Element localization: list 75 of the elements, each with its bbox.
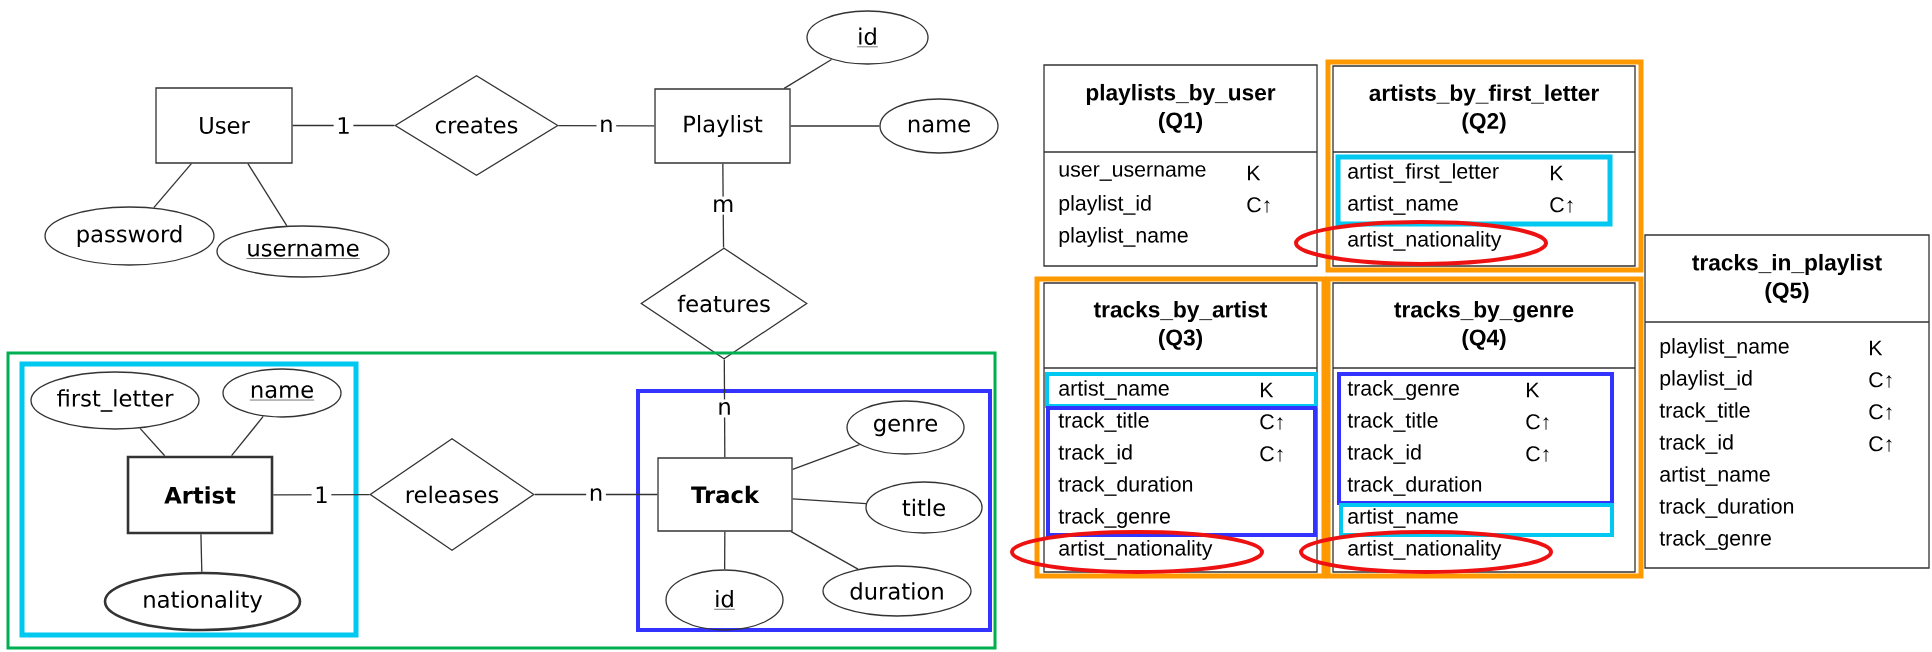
edge-label: n: [714, 399, 735, 418]
edge-label: 1: [311, 483, 332, 506]
connector-line: [139, 427, 166, 457]
key-label: K: [1261, 382, 1274, 398]
connector-line: [534, 493, 658, 496]
connector-line: [723, 358, 726, 458]
field-name: track_duration: [1058, 476, 1193, 496]
key-label: C↑: [1526, 446, 1549, 462]
table: [1043, 64, 1318, 267]
connector-line: [792, 443, 861, 471]
connector-line: [292, 124, 395, 127]
field-name: artist_name: [1348, 508, 1458, 528]
entity-box: Playlist: [654, 88, 791, 164]
key-label: K: [1551, 165, 1564, 181]
field-name: track_title: [1659, 402, 1750, 422]
edge-label: n: [586, 485, 606, 504]
key-label: C↑: [1260, 446, 1283, 462]
edge-label: n: [596, 116, 617, 135]
field-name: track_id: [1347, 444, 1421, 464]
connector-line: [724, 531, 726, 570]
highlight-frame: [636, 389, 992, 632]
connector-line: [153, 163, 193, 209]
field-name: user_username: [1059, 165, 1206, 181]
key-label: C↑: [1869, 436, 1892, 452]
field-name: track_duration: [1347, 476, 1482, 496]
field-name: playlist_name: [1660, 338, 1789, 358]
field-name: track_genre: [1659, 530, 1771, 550]
field-name: artist_name: [1348, 195, 1458, 215]
connector-line: [247, 163, 288, 227]
key-label: C↑: [1247, 197, 1270, 213]
connector-line: [792, 498, 867, 505]
key-label: K: [1870, 340, 1883, 356]
table-title: tracks_by_genre (Q4): [1394, 300, 1574, 351]
field-name: artist_name: [1059, 380, 1169, 400]
field-name: track_title: [1347, 412, 1438, 432]
highlight-frame: [19, 361, 359, 638]
connector-line: [200, 533, 203, 573]
field-name: track_title: [1058, 412, 1149, 432]
table-title: tracks_in_playlist (Q5): [1692, 253, 1882, 304]
entity-box: User: [155, 87, 293, 164]
connector-line: [790, 125, 880, 127]
connector-line: [557, 125, 655, 127]
field-name: artist_name: [1660, 466, 1770, 486]
field-name: artist_nationality: [1059, 540, 1213, 560]
key-label: C↑: [1550, 197, 1573, 213]
field-name: playlist_name: [1059, 227, 1188, 247]
connector-line: [783, 58, 833, 89]
highlight-frame: [6, 351, 997, 650]
connector-line: [790, 531, 859, 570]
key-label: C↑: [1869, 404, 1892, 420]
table-title: artists_by_first_letter (Q2): [1369, 84, 1599, 134]
table-title: tracks_by_artist (Q3): [1093, 300, 1268, 351]
field-name: playlist_id: [1059, 195, 1151, 215]
field-name: artist_nationality: [1348, 231, 1502, 251]
edge-label: 1: [333, 114, 354, 137]
key-label: K: [1248, 165, 1261, 181]
entity-box: Artist: [126, 455, 274, 535]
field-name: playlist_id: [1660, 370, 1752, 390]
key-label: C↑: [1526, 414, 1549, 430]
key-label: C↑: [1869, 372, 1892, 388]
connector-line: [272, 494, 371, 496]
table: [1644, 234, 1930, 569]
field-name: artist_nationality: [1348, 540, 1502, 560]
field-name: artist_first_letter: [1348, 163, 1499, 183]
field-name: track_id: [1659, 434, 1733, 454]
key-label: K: [1527, 382, 1540, 398]
field-name: track_genre: [1347, 380, 1459, 400]
entity-box: Track: [657, 457, 793, 532]
key-label: C↑: [1260, 414, 1283, 430]
field-name: track_genre: [1058, 508, 1170, 528]
edge-label: m: [709, 196, 737, 215]
table-title: playlists_by_user (Q1): [1086, 83, 1276, 134]
field-name: track_id: [1058, 444, 1132, 464]
connector-line: [230, 415, 264, 457]
field-name: track_duration: [1659, 498, 1794, 518]
